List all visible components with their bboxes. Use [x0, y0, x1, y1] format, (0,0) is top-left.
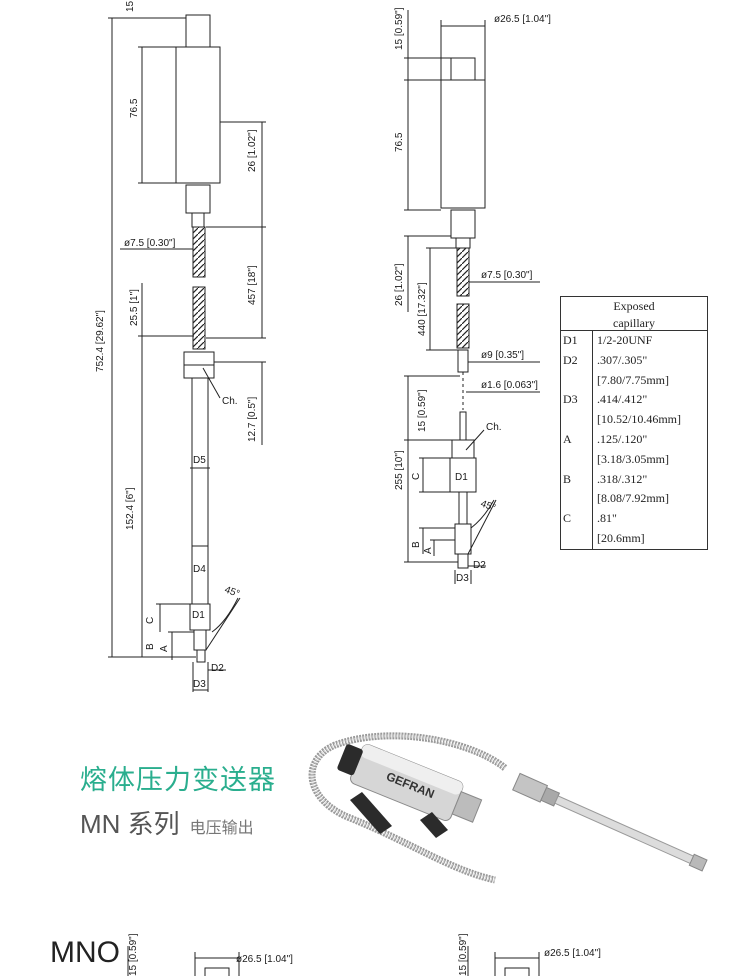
table-row: B .318/.312" — [561, 469, 707, 490]
d5-label: D5 — [193, 455, 206, 466]
series-name: MN 系列 — [80, 809, 180, 839]
dim-255: 255 [10"] — [394, 450, 405, 490]
d3-label: D3 — [193, 679, 206, 690]
table-row: [8.08/7.92mm] — [561, 489, 707, 510]
table-key — [561, 449, 593, 470]
table-header: Exposed capillary — [561, 297, 707, 331]
dim-765: 76.5 — [129, 98, 140, 118]
table-key: B — [561, 469, 593, 490]
flex-hose-lower — [192, 286, 206, 350]
dim-26: 26 [1.02"] — [394, 263, 405, 306]
angle-arc — [211, 597, 239, 633]
dim-phi265: ø26.5 [1.04"] — [494, 14, 551, 25]
table-value: [8.08/7.92mm] — [597, 491, 669, 506]
exposed-capillary-table: Exposed capillary D1 1/2-20UNF D2 .307/.30… — [560, 296, 708, 550]
dim-765: 76.5 — [394, 132, 405, 152]
flex-hose-upper — [192, 226, 206, 278]
dim-127: 12.7 [0.5"] — [247, 397, 258, 442]
a-label: A — [423, 547, 434, 554]
left-transducer-drawing — [108, 14, 266, 692]
bottom-left-dim-15: 15 [0.59"] — [128, 933, 139, 976]
table-key — [561, 489, 593, 510]
bottom-right-dim-15: 15 [0.59"] — [458, 933, 469, 976]
dim-phi16: ø1.6 [0.063"] — [481, 380, 538, 391]
dim-1524: 152.4 [6"] — [125, 487, 136, 530]
b-label: B — [411, 541, 422, 548]
model-label-mno: MNO — [50, 936, 120, 969]
dim-457: 457 [18"] — [247, 265, 258, 305]
a-label: A — [159, 645, 170, 652]
table-value: .307/.305" — [597, 352, 648, 367]
housing-shape — [175, 46, 221, 184]
table-key — [561, 528, 593, 549]
dim-top-15: 15 — [125, 0, 136, 12]
dim-7524: 752.4 [29.62"] — [95, 310, 106, 372]
left-drawing-labels: 15 76.5 26 [1.02"] ø7.5 [0.30"] 457 [18"… — [95, 0, 258, 690]
table-row: D1 1/2-20UNF — [561, 331, 707, 351]
dim-255: 25.5 [1"] — [129, 289, 140, 326]
dim-26: 26 [1.02"] — [247, 129, 258, 172]
table-value: [7.80/7.75mm] — [597, 372, 669, 387]
table-key — [561, 410, 593, 430]
d2-label: D2 — [211, 663, 224, 674]
angle-label: 45° — [223, 584, 241, 600]
housing-cap — [337, 744, 363, 776]
table-value: .81" — [597, 511, 617, 526]
table-row: D2 .307/.305" — [561, 350, 707, 371]
d4-label: D4 — [193, 564, 206, 575]
table-key: D2 — [561, 350, 593, 371]
table-key: A — [561, 429, 593, 450]
dim-phi75: ø7.5 [0.30"] — [124, 238, 176, 249]
table-value: [20.6mm] — [597, 530, 645, 545]
table-value: .414/.412" — [597, 392, 648, 407]
table-key: D3 — [561, 390, 593, 411]
table-row: [20.6mm] — [561, 528, 707, 549]
b-label: B — [145, 643, 156, 650]
dim-440: 440 [17.32"] — [417, 282, 428, 336]
d1-label: D1 — [192, 610, 205, 621]
bottom-partial-drawings — [127, 946, 540, 976]
dim-phi75: ø7.5 [0.30"] — [481, 270, 533, 281]
bottom-left-dim-phi265: ø26.5 [1.04"] — [236, 954, 293, 965]
table-key — [561, 370, 593, 391]
c-label: C — [411, 473, 422, 480]
table-row: C .81" — [561, 509, 707, 529]
product-photo: GEFRAN — [308, 732, 708, 884]
series-subtitle: 电压输出 — [189, 820, 254, 837]
table-value: .318/.312" — [597, 471, 648, 486]
product-series: MN 系列电压输出 — [80, 804, 254, 841]
table-key: D1 — [561, 331, 593, 351]
dim-phi9: ø9 [0.35"] — [481, 350, 524, 361]
table-row: [3.18/3.05mm] — [561, 449, 707, 470]
table-row: D3 .414/.412" — [561, 390, 707, 411]
product-title: 熔体压力变送器 — [80, 765, 276, 795]
chamfer-label: Ch. — [222, 396, 238, 407]
d1-label: D1 — [455, 472, 468, 483]
angle-label: 45° — [479, 498, 497, 514]
table-value: [3.18/3.05mm] — [597, 451, 669, 466]
right-drawing-labels: ø26.5 [1.04"] 15 [0.59"] 76.5 26 [1.02"]… — [394, 7, 551, 584]
c-label: C — [145, 617, 156, 624]
d2-label: D2 — [473, 560, 486, 571]
dim-15: 15 [0.59"] — [394, 7, 405, 50]
connector-shape — [185, 14, 211, 48]
table-header-line1: Exposed — [613, 299, 655, 313]
right-transducer-drawing — [404, 10, 540, 584]
table-row: [7.80/7.75mm] — [561, 370, 707, 391]
d3-label: D3 — [456, 573, 469, 584]
table-value: .125/.120" — [597, 431, 648, 446]
bottom-right-dim-phi265: ø26.5 [1.04"] — [544, 948, 601, 959]
chamfer-label: Ch. — [486, 422, 502, 433]
dim-15b: 15 [0.59"] — [417, 389, 428, 432]
table-key: C — [561, 509, 593, 529]
table-row: [10.52/10.46mm] — [561, 410, 707, 430]
bottom-labels: 15 [0.59"] ø26.5 [1.04"] 15 [0.59"] ø26.… — [128, 933, 601, 976]
table-row: A .125/.120" — [561, 429, 707, 450]
table-value: 1/2-20UNF — [597, 333, 653, 347]
table-value: [10.52/10.46mm] — [597, 412, 681, 427]
table-header-line2: capillary — [613, 316, 655, 330]
